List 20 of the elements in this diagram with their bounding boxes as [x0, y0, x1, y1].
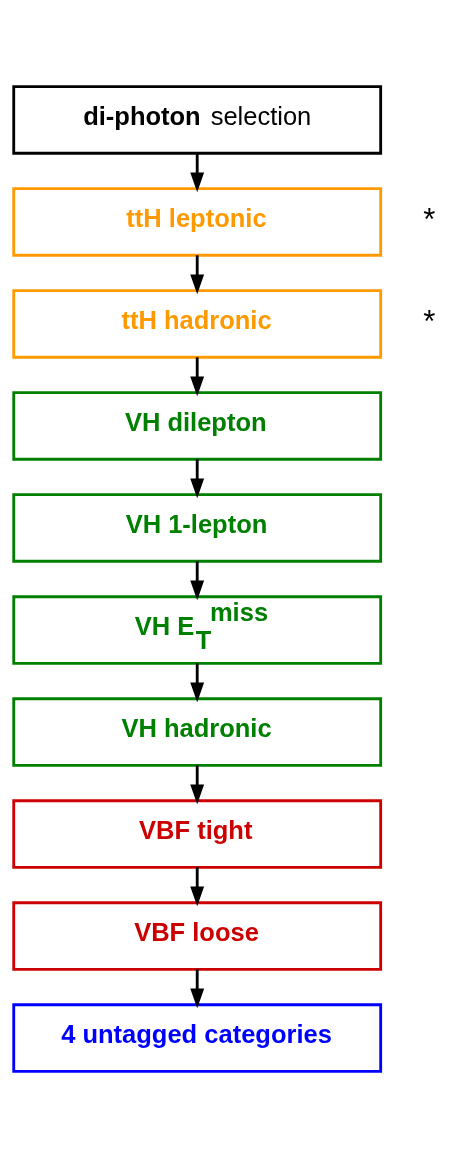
node-box: 4 untagged categories — [12, 1003, 383, 1073]
node-box: di-photon selection — [12, 85, 383, 155]
node-label: * — [423, 201, 436, 237]
arrow — [190, 561, 205, 601]
node-box: VBF tight — [12, 799, 383, 869]
node-box: ttH leptonic — [12, 187, 383, 257]
node-label: * — [423, 303, 436, 339]
arrow — [190, 765, 205, 805]
node-box: VH hadronic — [12, 697, 383, 767]
arrow — [190, 459, 205, 499]
node-box: VH 1-lepton — [12, 493, 383, 563]
arrow — [190, 255, 205, 295]
arrow — [190, 153, 205, 193]
node-box: ttH hadronic — [12, 289, 383, 359]
arrow — [190, 663, 205, 703]
arrow — [190, 969, 205, 1009]
node-box: VH dilepton — [12, 391, 383, 461]
arrow — [190, 867, 205, 907]
node-box: VBF loose — [12, 901, 383, 971]
arrow — [190, 357, 205, 397]
